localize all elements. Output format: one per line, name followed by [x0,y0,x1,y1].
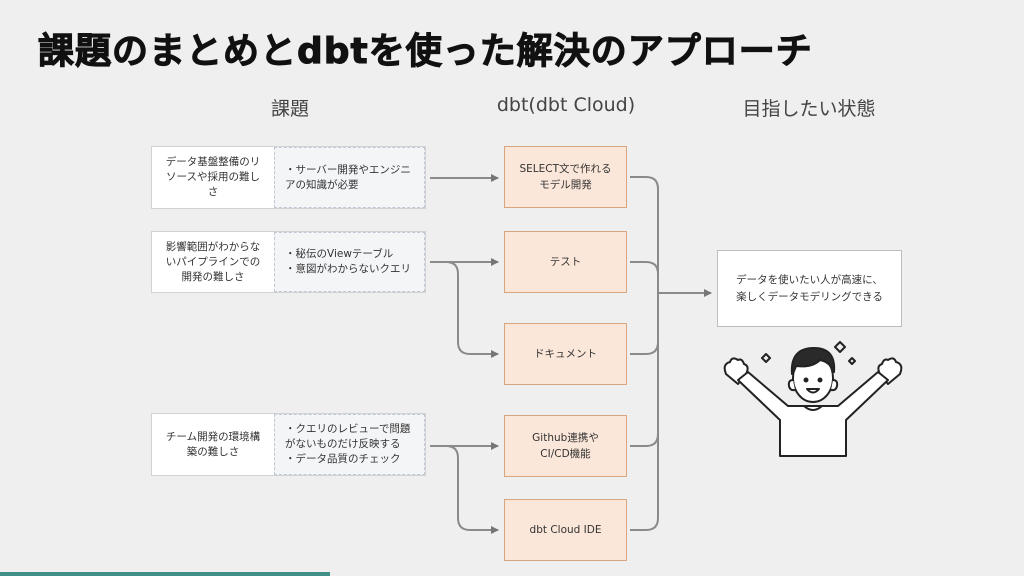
feature-label-line: モデル開発 [539,179,592,191]
feature-label-line: テスト [549,256,582,268]
issue-name-line: データ基盤整備のリ [165,156,261,168]
issue-detail-line: ・データ品質のチェック [285,453,401,465]
column-header-issues: 課題 [270,98,310,120]
issue-name: 影響範囲がわからな いパイプラインでの 開発の難しさ [152,232,275,292]
feature-label-line: ドキュメント [534,348,597,360]
issue-card-resources: データ基盤整備のリ ソースや採用の難し さ ・サーバー開発やエンジニ アの知識が… [151,146,426,209]
goal-text-line: 楽しくデータモデリングできる [736,290,883,303]
issue-detail-line: ・意図がわからないクエリ [285,263,411,275]
issue-detail-line: アの知識が必要 [285,178,359,191]
issue-name-line: さ [207,186,219,198]
issue-detail: ・秘伝のViewテーブル ・意図がわからないクエリ [274,232,425,292]
sparkle-icon [848,357,856,365]
issue-name-line: チーム開発の環境構 [165,430,261,443]
issue-detail-line: がないものだけ反映する [285,438,401,450]
sparkle-icon [834,341,846,353]
column-header-goal: 目指したい状態 [742,98,876,120]
issue-card-pipeline: 影響範囲がわからな いパイプラインでの 開発の難しさ ・秘伝のViewテーブル … [151,231,426,293]
happy-person-illustration [723,341,903,457]
progress-bar [0,572,330,576]
issue-name-line: いパイプラインでの [165,255,261,268]
feature-label-line: SELECT文で作れる [519,163,612,175]
issue-detail-line: ・サーバー開発やエンジニ [285,163,411,176]
feature-label-line: CI/CD機能 [540,448,591,460]
issue-name-line: 開発の難しさ [181,270,245,283]
feature-label-line: Github連携や [532,432,599,444]
feature-test: テスト [504,231,627,293]
feature-github-cicd: Github連携や CI/CD機能 [504,415,627,477]
issue-detail: ・クエリのレビューで問題 がないものだけ反映する ・データ品質のチェック [274,414,425,475]
column-header-dbt: dbt(dbt Cloud) [496,94,636,116]
page-title: 課題のまとめとdbtを使った解決のアプローチ [38,31,813,73]
issue-name-line: 築の難しさ [186,445,240,458]
issue-name: データ基盤整備のリ ソースや採用の難し さ [152,147,275,208]
feature-label-line: dbt Cloud IDE [529,524,602,536]
issue-detail: ・サーバー開発やエンジニ アの知識が必要 [274,147,425,208]
feature-cloud-ide: dbt Cloud IDE [504,499,627,561]
issue-name: チーム開発の環境構 築の難しさ [152,414,275,475]
issue-detail-line: ・クエリのレビューで問題 [285,423,411,435]
feature-model-dev: SELECT文で作れる モデル開発 [504,146,627,208]
issue-detail-line: ・秘伝のViewテーブル [285,248,394,260]
issue-card-team-dev: チーム開発の環境構 築の難しさ ・クエリのレビューで問題 がないものだけ反映する… [151,413,426,476]
issue-name-line: 影響範囲がわからな [165,240,261,253]
goal-text-line: データを使いたい人が高速に、 [736,273,883,286]
goal-box: データを使いたい人が高速に、 楽しくデータモデリングできる [717,250,902,327]
feature-document: ドキュメント [504,323,627,385]
issue-name-line: ソースや採用の難し [166,171,260,183]
sparkle-icon [761,353,771,363]
